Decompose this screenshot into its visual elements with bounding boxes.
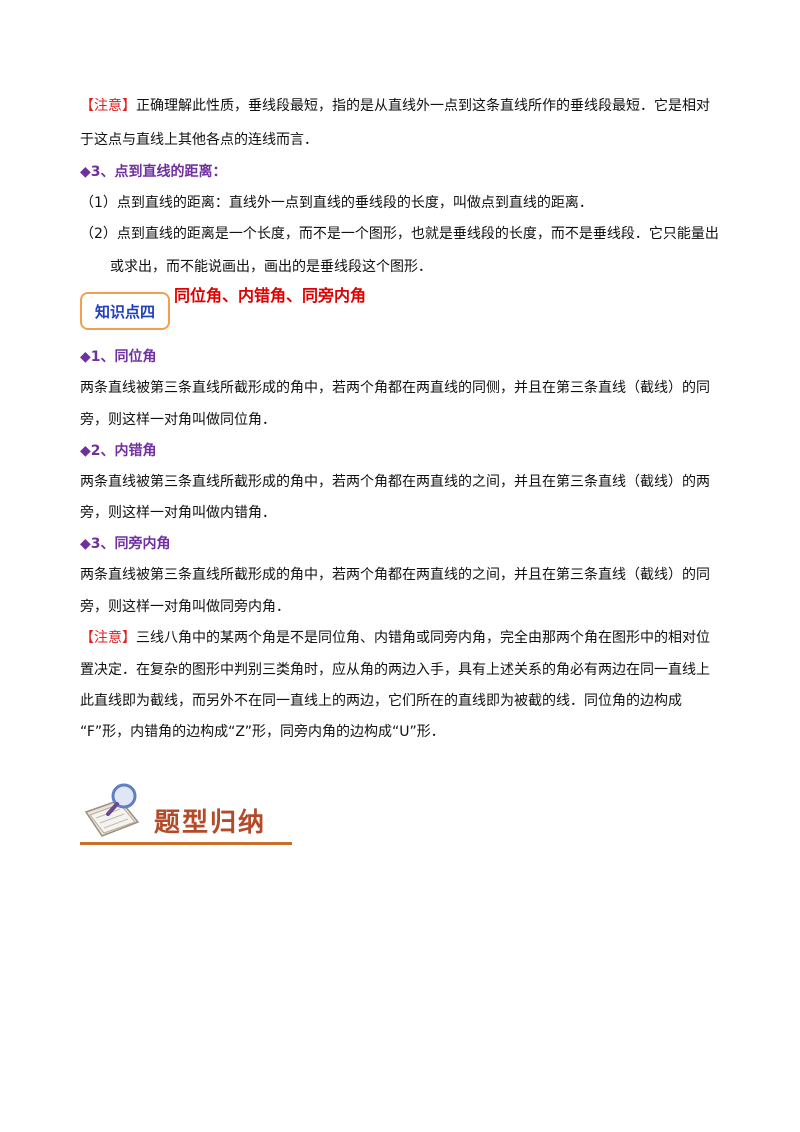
final-note-text-2: 置决定．在复杂的图形中判别三类角时，应从角的两边入手，具有上述关系的角必有两边在… [80,662,710,678]
final-note-text: 三线八角中的某两个角是不是同位角、内错角或同旁内角，完全由那两个角在图形中的相对… [136,630,710,646]
final-note-paragraph: 【注意】三线八角中的某两个角是不是同位角、内错角或同旁内角，完全由那两个角在图形… [80,628,730,648]
final-note-text-4: “F”形，内错角的边构成“Z”形，同旁内角的边构成“U”形． [80,724,445,740]
distance-heading: ◆3、点到直线的距离： [80,164,227,180]
alternate-text-2: 旁，则这样一对角叫做内错角． [80,505,276,521]
alternate-text-1: 两条直线被第三条直线所截形成的角中，若两个角都在两直线的之间，并且在第三条直线（… [80,474,710,490]
distance-item-2: （2）点到直线的距离是一个长度，而不是一个图形，也就是垂线段的长度，而不是垂线段… [80,226,719,242]
interior-text-2: 旁，则这样一对角叫做同旁内角． [80,599,290,615]
final-note-text-3: 此直线即为截线，而另外不在同一直线上的两边，它们所在的直线即为被截的线．同位角的… [80,693,682,709]
alternate-heading: ◆2、内错角 [80,443,157,459]
corresponding-heading: ◆1、同位角 [80,349,157,365]
final-note-tag: 【注意】 [80,630,136,646]
knowledge-badge: 知识点四 [80,292,170,330]
corresponding-text-2: 旁，则这样一对角叫做同位角． [80,412,276,428]
interior-heading: ◆3、同旁内角 [80,536,171,552]
note-tag: 【注意】 [80,98,136,114]
note-paragraph: 【注意】正确理解此性质，垂线段最短，指的是从直线外一点到这条直线所作的垂线段最短… [80,96,730,116]
notebook-magnifier-icon [84,783,140,837]
knowledge-title: 同位角、内错角、同旁内角 [174,286,367,305]
distance-item-2-cont: 或求出，而不能说画出，画出的是垂线段这个图形． [110,259,432,275]
banner-title: 题型归纳 [154,808,267,838]
distance-item-1: （1）点到直线的距离：直线外一点到直线的垂线段的长度，叫做点到直线的距离． [80,195,593,211]
section-banner: 题型归纳 [80,782,292,848]
corresponding-text-1: 两条直线被第三条直线所截形成的角中，若两个角都在两直线的同侧，并且在第三条直线（… [80,380,710,396]
note-text-line2: 于这点与直线上其他各点的连线而言． [80,132,318,148]
note-text: 正确理解此性质，垂线段最短，指的是从直线外一点到这条直线所作的垂线段最短．它是相… [136,98,710,114]
banner-underline [80,842,292,845]
interior-text-1: 两条直线被第三条直线所截形成的角中，若两个角都在两直线的之间，并且在第三条直线（… [80,567,710,583]
